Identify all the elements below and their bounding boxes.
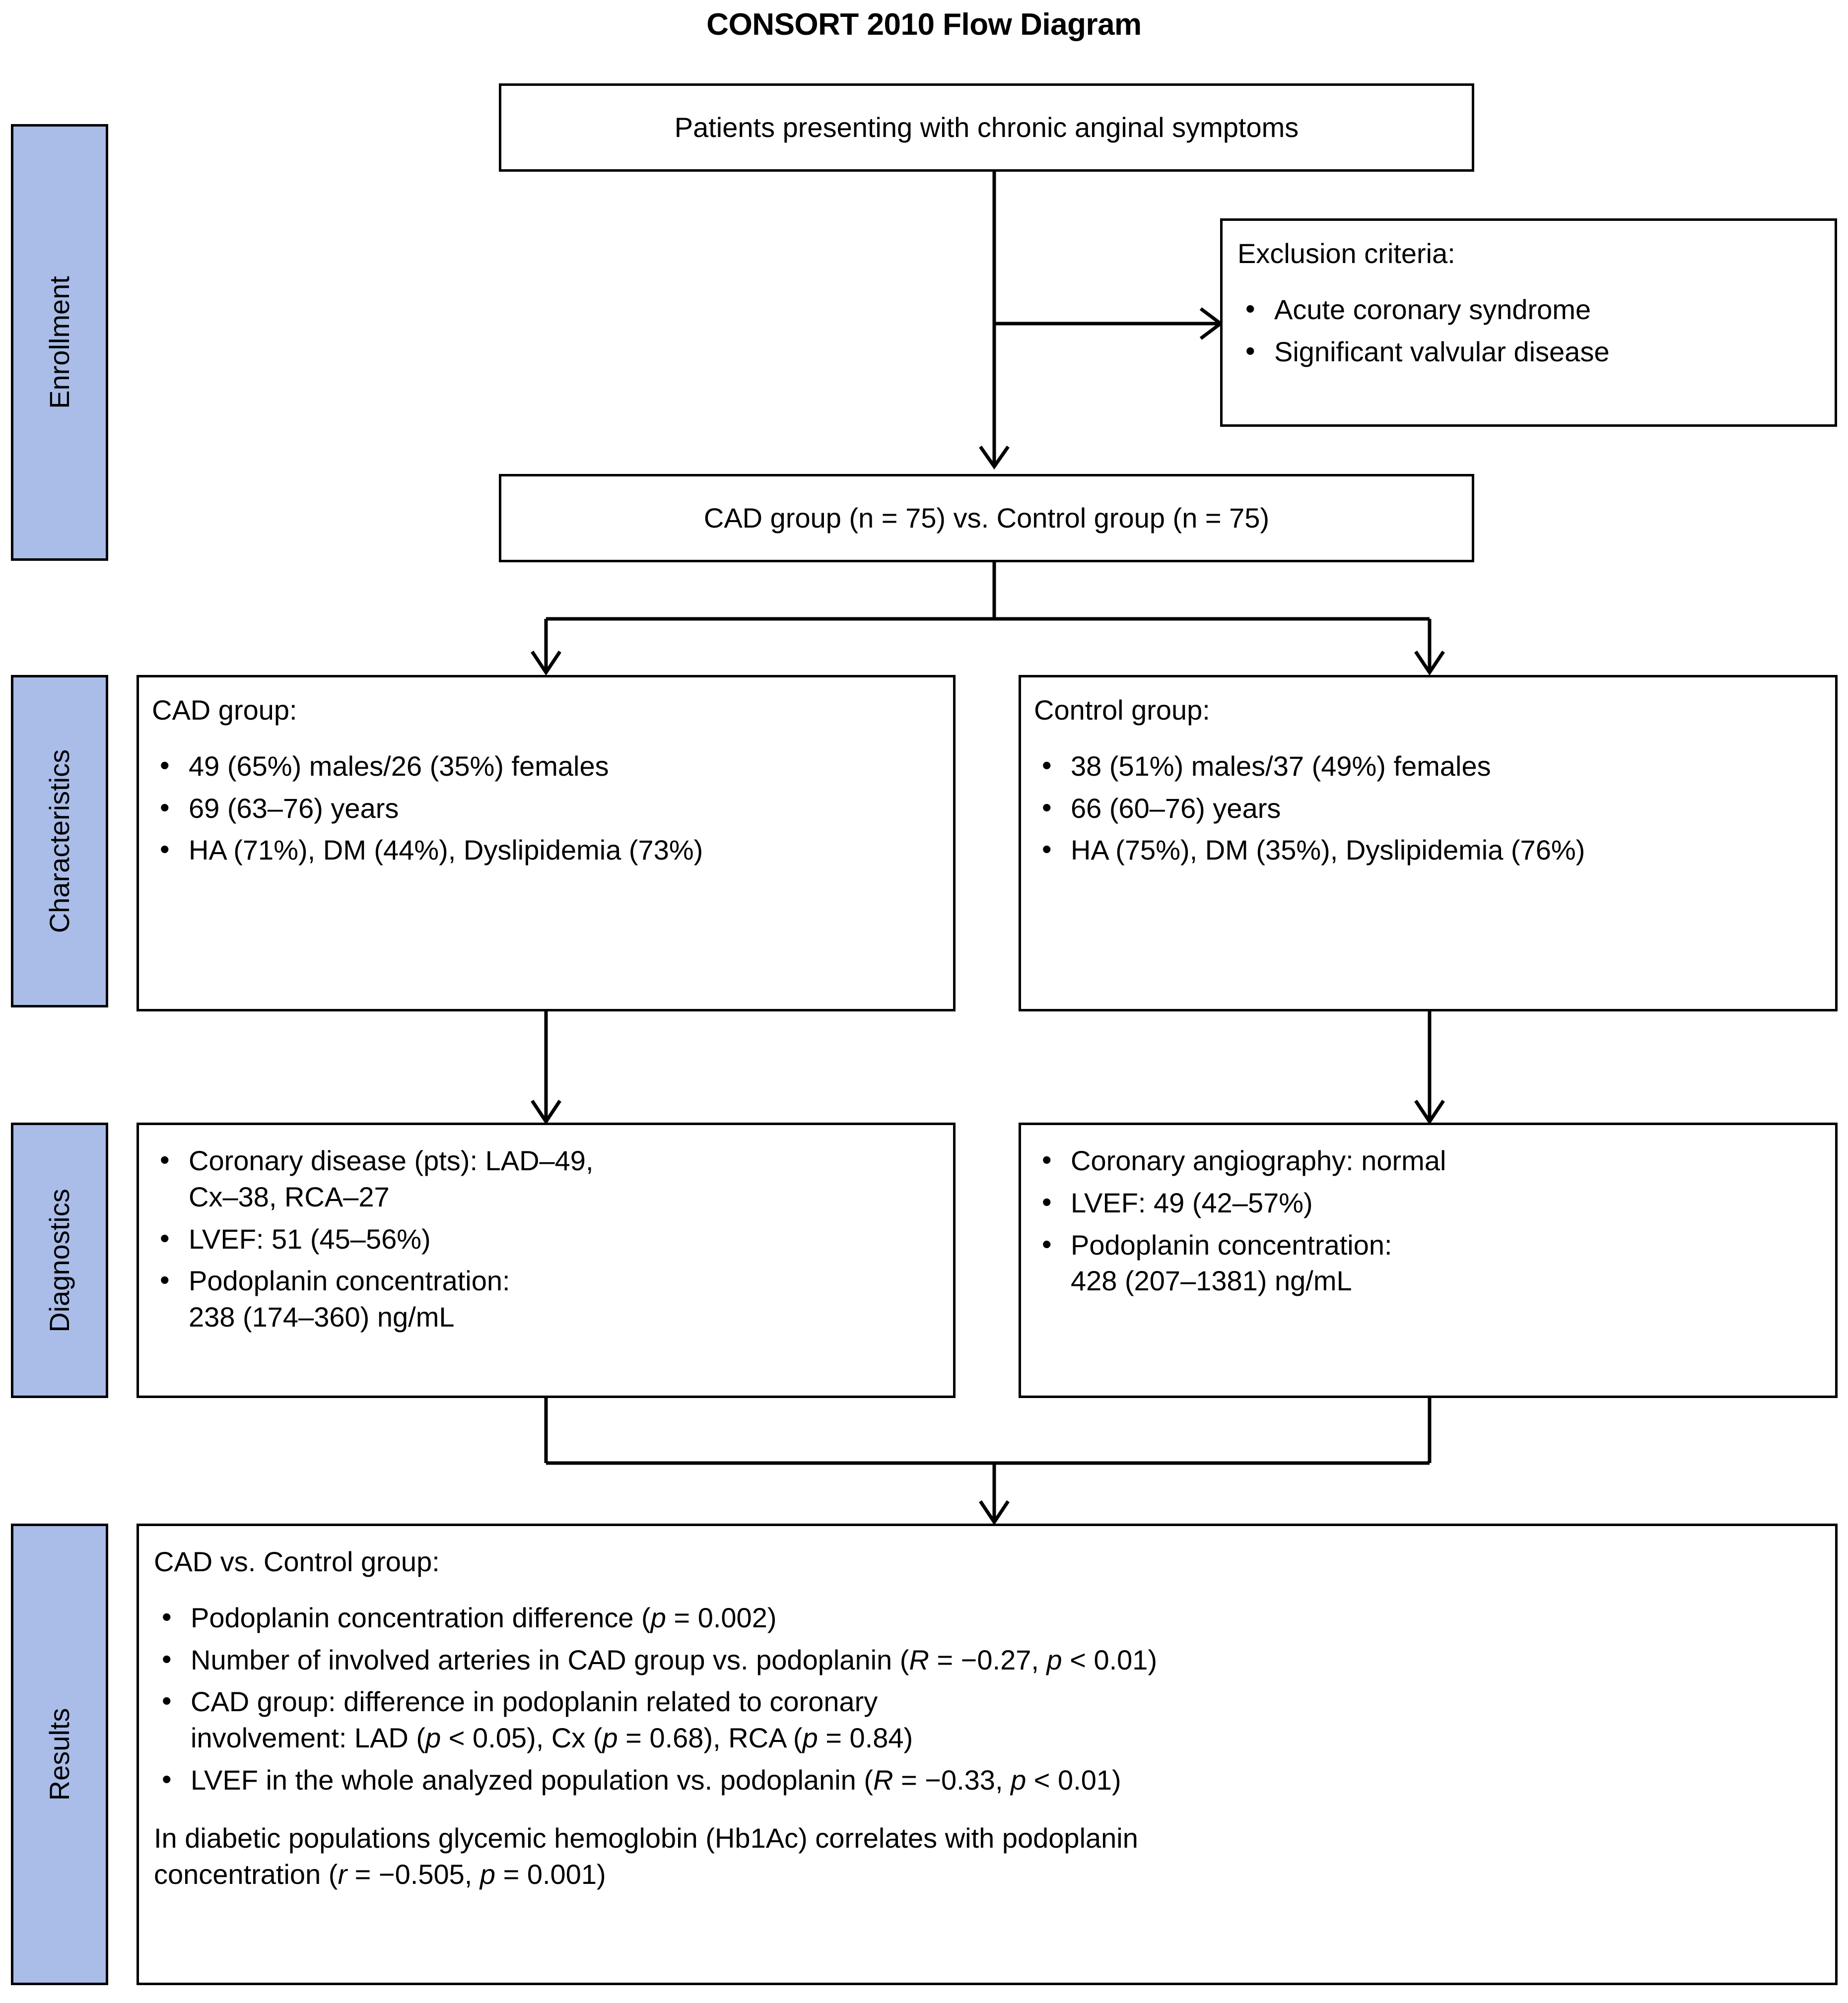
- text-run: < 0.05), Cx (: [441, 1722, 603, 1754]
- text-run: In diabetic populations glycemic hemoglo…: [154, 1822, 1138, 1890]
- list-item: Podoplanin concentration: 238 (174–360) …: [152, 1262, 940, 1335]
- page-title: CONSORT 2010 Flow Diagram: [706, 7, 1142, 42]
- stage-bar-characteristics: Characteristics: [11, 675, 108, 1007]
- stage-label-diagnostics: Diagnostics: [44, 1188, 75, 1333]
- text-run: = −0.505,: [347, 1858, 480, 1890]
- stage-label-results: Results: [44, 1708, 75, 1801]
- stage-label-enrollment: Enrollment: [44, 276, 75, 409]
- box-cad-diagnostics: Coronary disease (pts): LAD–49, Cx–38, R…: [137, 1123, 956, 1398]
- results-footer: In diabetic populations glycemic hemoglo…: [154, 1820, 1820, 1893]
- list-item: CAD group: difference in podoplanin rela…: [154, 1683, 1820, 1756]
- text-run: < 0.01): [1062, 1644, 1158, 1675]
- box-control-diagnostics: Coronary angiography: normal LVEF: 49 (4…: [1019, 1123, 1838, 1398]
- text-run: = 0.002): [666, 1602, 777, 1633]
- text-run: = −0.27,: [929, 1644, 1047, 1675]
- italic-symbol: p: [1011, 1764, 1027, 1796]
- list-item: Podoplanin concentration difference (p =…: [154, 1599, 1820, 1636]
- italic-symbol: r: [338, 1858, 347, 1890]
- list-item: HA (75%), DM (35%), Dyslipidemia (76%): [1034, 831, 1822, 868]
- box-cad-characteristics: CAD group: 49 (65%) males/26 (35%) femal…: [137, 675, 956, 1011]
- list-item: Number of involved arteries in CAD group…: [154, 1641, 1820, 1678]
- text-run: Podoplanin concentration difference (: [191, 1602, 651, 1633]
- stage-bar-enrollment: Enrollment: [11, 124, 108, 561]
- list-item: LVEF: 49 (42–57%): [1034, 1184, 1822, 1221]
- list-item: 69 (63–76) years: [152, 790, 940, 827]
- text-run: < 0.01): [1026, 1764, 1121, 1796]
- control-diagnostics-list: Coronary angiography: normal LVEF: 49 (4…: [1034, 1142, 1822, 1300]
- italic-symbol: R: [909, 1644, 929, 1675]
- control-characteristics-heading: Control group:: [1034, 694, 1210, 726]
- italic-symbol: p: [479, 1858, 496, 1890]
- italic-symbol: p: [425, 1722, 441, 1754]
- list-item: Significant valvular disease: [1237, 333, 1820, 370]
- patients-presenting-text: Patients presenting with chronic anginal…: [674, 111, 1299, 143]
- list-item: LVEF in the whole analyzed population vs…: [154, 1761, 1820, 1799]
- text-run: = 0.001): [495, 1858, 606, 1890]
- list-item: Coronary disease (pts): LAD–49, Cx–38, R…: [152, 1142, 940, 1215]
- results-list: Podoplanin concentration difference (p =…: [154, 1599, 1820, 1799]
- list-item: Acute coronary syndrome: [1237, 291, 1820, 328]
- exclusion-criteria-list: Acute coronary syndrome Significant valv…: [1237, 291, 1820, 370]
- text-run: LVEF in the whole analyzed population vs…: [191, 1764, 873, 1796]
- text-run: Number of involved arteries in CAD group…: [191, 1644, 909, 1675]
- list-item: 66 (60–76) years: [1034, 790, 1822, 827]
- cad-characteristics-heading: CAD group:: [152, 694, 297, 726]
- box-exclusion-criteria: Exclusion criteria: Acute coronary syndr…: [1220, 218, 1837, 427]
- box-control-characteristics: Control group: 38 (51%) males/37 (49%) f…: [1019, 675, 1838, 1011]
- text-run: CAD group: difference in podoplanin rela…: [191, 1686, 878, 1754]
- list-item: LVEF: 51 (45–56%): [152, 1220, 940, 1258]
- results-heading: CAD vs. Control group:: [154, 1546, 440, 1577]
- list-item: 49 (65%) males/26 (35%) females: [152, 747, 940, 785]
- box-group-allocation: CAD group (n = 75) vs. Control group (n …: [499, 474, 1474, 562]
- exclusion-criteria-heading: Exclusion criteria:: [1237, 238, 1455, 269]
- list-item: Coronary angiography: normal: [1034, 1142, 1822, 1179]
- cad-characteristics-list: 49 (65%) males/26 (35%) females 69 (63–7…: [152, 747, 940, 868]
- italic-symbol: R: [873, 1764, 893, 1796]
- text-run: = 0.68), RCA (: [617, 1722, 803, 1754]
- italic-symbol: p: [602, 1722, 618, 1754]
- italic-symbol: p: [1046, 1644, 1062, 1675]
- italic-symbol: p: [650, 1602, 666, 1633]
- control-characteristics-list: 38 (51%) males/37 (49%) females 66 (60–7…: [1034, 747, 1822, 868]
- box-results: CAD vs. Control group: Podoplanin concen…: [137, 1524, 1838, 1985]
- list-item: Podoplanin concentration: 428 (207–1381)…: [1034, 1226, 1822, 1300]
- group-allocation-text: CAD group (n = 75) vs. Control group (n …: [703, 502, 1270, 534]
- box-patients-presenting: Patients presenting with chronic anginal…: [499, 83, 1474, 172]
- stage-bar-results: Results: [11, 1524, 108, 1985]
- text-run: = 0.84): [818, 1722, 913, 1754]
- list-item: HA (71%), DM (44%), Dyslipidemia (73%): [152, 831, 940, 868]
- list-item: 38 (51%) males/37 (49%) females: [1034, 747, 1822, 785]
- cad-diagnostics-list: Coronary disease (pts): LAD–49, Cx–38, R…: [152, 1142, 940, 1335]
- stage-bar-diagnostics: Diagnostics: [11, 1123, 108, 1398]
- italic-symbol: p: [802, 1722, 818, 1754]
- text-run: = −0.33,: [893, 1764, 1011, 1796]
- stage-label-characteristics: Characteristics: [44, 749, 75, 934]
